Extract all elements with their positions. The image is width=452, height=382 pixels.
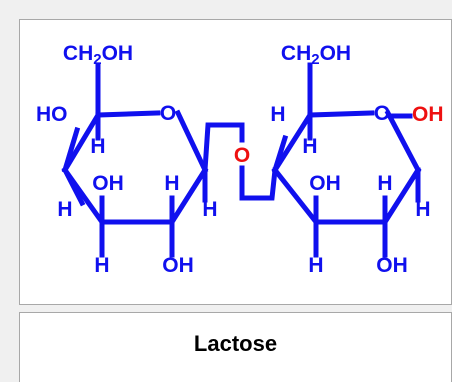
bond-lines: [61, 62, 422, 258]
right-c1-oh-label: OH: [412, 103, 444, 126]
right-ring-upper-bond: [307, 110, 375, 118]
right-ring-c1-bond: [384, 109, 422, 174]
right-c4-h-top-label: H: [270, 103, 285, 126]
glycosidic-link-lower-bond: [239, 165, 278, 201]
left-ring-oxygen-label: O: [160, 102, 176, 125]
right-ring-c3-c4-bond: [271, 166, 320, 226]
left-c3-h-label: H: [94, 254, 109, 277]
right-ch2oh-label: CH2OH: [281, 42, 351, 68]
left-c2-h-label: H: [164, 172, 179, 195]
left-c4-h-label: H: [57, 198, 72, 221]
caption-cell: Lactose: [19, 312, 452, 382]
glycosidic-oxygen-label: O: [234, 144, 250, 167]
left-c4-oh-bond: [61, 126, 81, 174]
right-c2-oh-label: OH: [376, 254, 408, 277]
right-ring-oxygen-label: O: [374, 102, 390, 125]
right-c3-oh-label: OH: [309, 172, 341, 195]
left-ch2oh-label: CH2OH: [63, 42, 133, 68]
right-ring-c1-c2-bond: [381, 166, 422, 226]
left-c2-oh-label: OH: [162, 254, 194, 277]
right-c4-h-bond: [271, 134, 289, 174]
left-ring-upper-bond: [95, 110, 161, 118]
figure-caption: Lactose: [193, 331, 278, 356]
left-ring-c1-bond: [174, 109, 209, 174]
right-c1-h-label: H: [415, 198, 430, 221]
left-ring-c1-c2-bond: [168, 166, 209, 226]
right-c5-h-label: H: [302, 135, 317, 158]
right-c3-h-label: H: [308, 254, 323, 277]
left-c4-oh-label: HO: [36, 103, 68, 126]
left-c4-h-bond: [61, 166, 86, 207]
glycosidic-link-bond: [202, 122, 245, 173]
right-c2-h-label: H: [377, 172, 392, 195]
left-ring-c4-c5-bond: [61, 111, 102, 174]
left-c3-oh-label: OH: [92, 172, 124, 195]
left-c1-h-label: H: [202, 198, 217, 221]
left-c5-h-label: H: [90, 135, 105, 158]
right-ring-c4-c5-bond: [271, 111, 314, 174]
